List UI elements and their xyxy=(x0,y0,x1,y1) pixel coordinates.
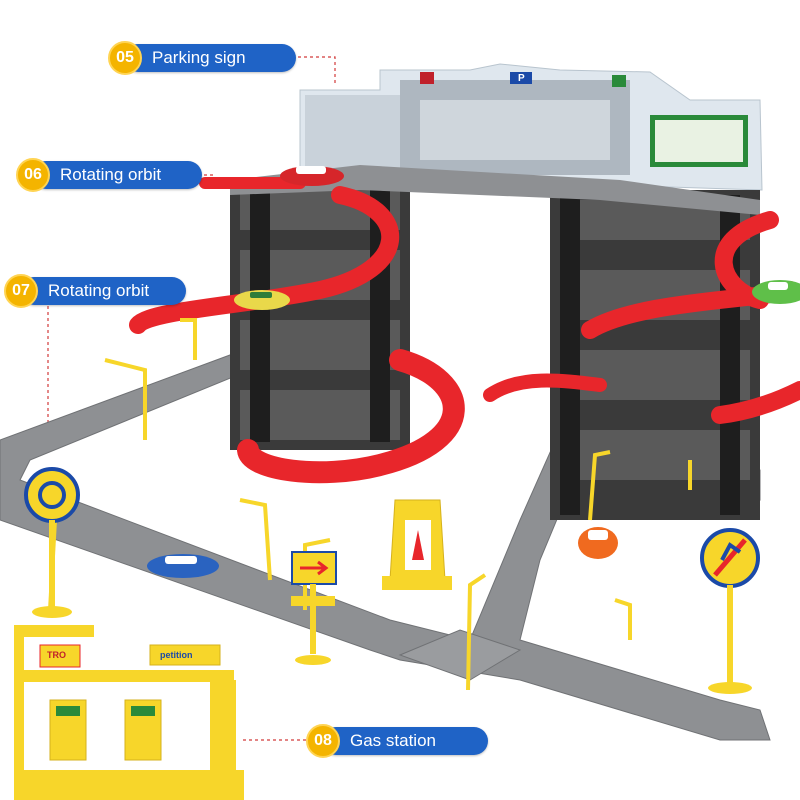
callout-label: Rotating orbit xyxy=(48,281,150,300)
toy-car-yellow-green xyxy=(234,290,290,310)
callout-number: 05 xyxy=(108,41,142,75)
gas-station-top-sign: TRO xyxy=(47,650,66,660)
top-deck-bridge xyxy=(230,165,760,215)
gas-station-brand-sign: petition xyxy=(160,650,193,660)
callout-number: 08 xyxy=(306,724,340,758)
traffic-cone-barrier xyxy=(382,499,452,590)
toy-car-blue-road xyxy=(147,554,219,578)
callout-label: Gas station xyxy=(350,731,436,750)
gas-station xyxy=(14,625,244,800)
roundabout-sign xyxy=(24,467,80,618)
callout-pill xyxy=(322,727,488,755)
no-turn-sign xyxy=(700,528,760,694)
arrow-direction-sign xyxy=(291,551,337,665)
billboard-parking-letter: P xyxy=(518,73,525,84)
callout-label: Parking sign xyxy=(152,48,246,67)
callout-pill xyxy=(20,277,186,305)
callout-label: Rotating orbit xyxy=(60,165,162,184)
callout-pill xyxy=(124,44,296,72)
toy-car-red-top xyxy=(280,166,344,186)
parking-billboard xyxy=(299,63,763,191)
callout-pill xyxy=(32,161,202,189)
callout-number: 06 xyxy=(16,158,50,192)
toy-car-orange-road xyxy=(578,527,618,559)
callout-number: 07 xyxy=(4,274,38,308)
rotating-orbit-tracks xyxy=(129,177,800,484)
toy-car-green-right xyxy=(752,280,800,304)
